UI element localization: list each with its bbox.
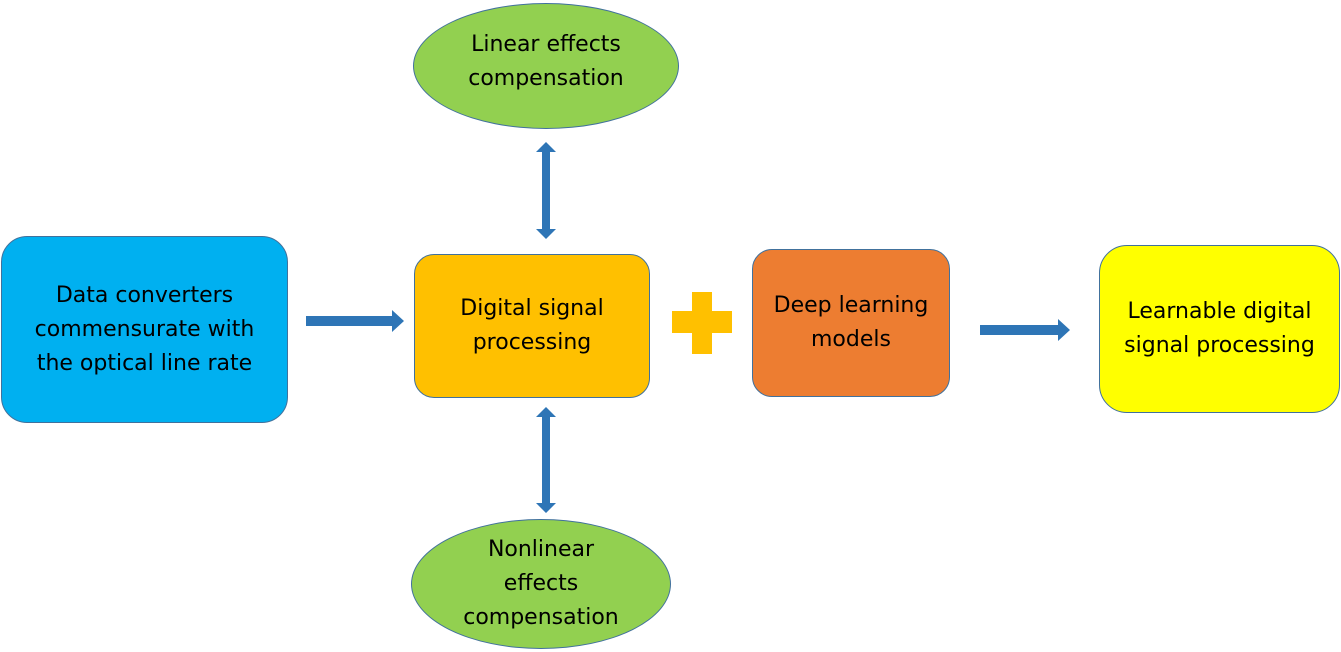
arrow-converters-to-dsp (306, 310, 404, 332)
deep-learning-label: Deep learning models (773, 293, 929, 352)
double-arrow-dsp-nonlinear (536, 407, 556, 513)
data-converters-label: Data converters commensurate with the op… (34, 282, 255, 376)
plus-icon (672, 292, 732, 354)
nonlinear-compensation-label: Nonlinear effects compensation (463, 537, 619, 630)
digital-signal-processing-box: Digital signal processing (414, 254, 650, 398)
linear-compensation-ellipse: Linear effects compensation (413, 3, 679, 129)
learnable-dsp-label: Learnable digital signal processing (1124, 299, 1315, 358)
arrow-deep-learning-to-learnable (980, 319, 1070, 341)
linear-compensation-label: Linear effects compensation (468, 32, 624, 91)
deep-learning-box: Deep learning models (752, 249, 950, 397)
nonlinear-compensation-ellipse: Nonlinear effects compensation (411, 519, 671, 649)
data-converters-box: Data converters commensurate with the op… (1, 236, 288, 423)
learnable-dsp-box: Learnable digital signal processing (1099, 245, 1340, 413)
digital-signal-processing-label: Digital signal processing (460, 296, 604, 355)
double-arrow-dsp-linear (536, 142, 556, 239)
